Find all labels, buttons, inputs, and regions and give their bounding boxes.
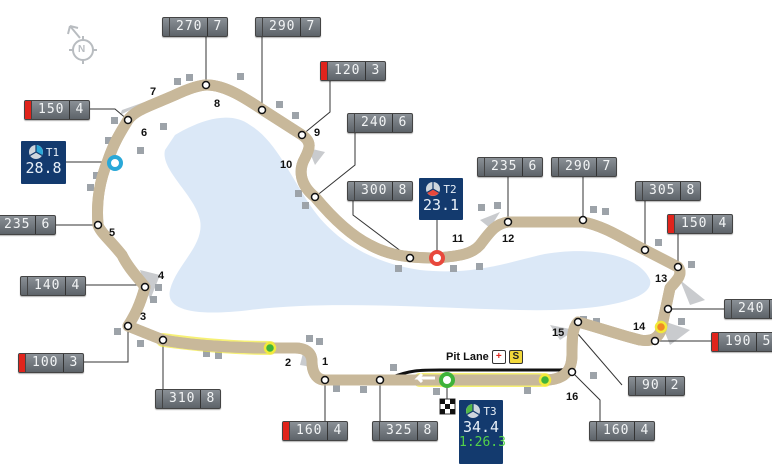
sector-3-box: T3 34.4 1:26.3 — [459, 400, 506, 464]
corner-number: 14 — [633, 321, 646, 333]
corner-number: 3 — [140, 311, 147, 323]
checkered-flag-icon — [439, 398, 456, 415]
medical-icon: + — [491, 350, 506, 364]
finish-marker — [439, 372, 455, 388]
corner-number: 7 — [150, 86, 157, 98]
sector-1-box: T1 28.8 — [21, 141, 66, 184]
speed-trap-marker — [654, 320, 668, 334]
marshal-posts — [87, 73, 695, 395]
corner-number: 10 — [280, 159, 293, 171]
pit-lane-label: Pit Lane + S — [446, 350, 523, 364]
drs-detection-1 — [263, 341, 277, 355]
sector-2-box: T2 23.1 — [419, 178, 463, 220]
corner-number: 16 — [566, 391, 579, 403]
sector1-marker — [107, 155, 123, 171]
corner-number: 4 — [158, 270, 165, 282]
speed-trap-points — [93, 80, 683, 385]
corner-number: 12 — [502, 233, 515, 245]
compass-icon — [67, 25, 97, 64]
corner-number: 2 — [285, 357, 292, 369]
speed-gear-box: 240 — [724, 299, 772, 319]
mercedes-star-icon — [28, 145, 43, 159]
leader-lines — [50, 35, 725, 421]
lake — [164, 117, 651, 313]
sector2-marker — [429, 250, 445, 266]
lap-time: 1:26.3 — [459, 435, 506, 450]
corner-number: 1 — [322, 356, 329, 368]
mercedes-star-icon — [426, 182, 441, 196]
corner-number: 5 — [109, 227, 116, 239]
corner-number: 13 — [655, 273, 668, 285]
safety-car-icon: S — [508, 350, 523, 364]
corner-number: 15 — [552, 327, 565, 339]
compass-label: N — [78, 44, 86, 55]
mercedes-star-icon — [466, 404, 481, 418]
corner-number: 6 — [141, 127, 148, 139]
direction-arrow-icon — [414, 372, 435, 384]
drs-detection-2 — [538, 373, 552, 387]
corner-number: 8 — [214, 98, 221, 110]
corner-number: 9 — [314, 127, 321, 139]
corner-number: 11 — [452, 233, 464, 245]
